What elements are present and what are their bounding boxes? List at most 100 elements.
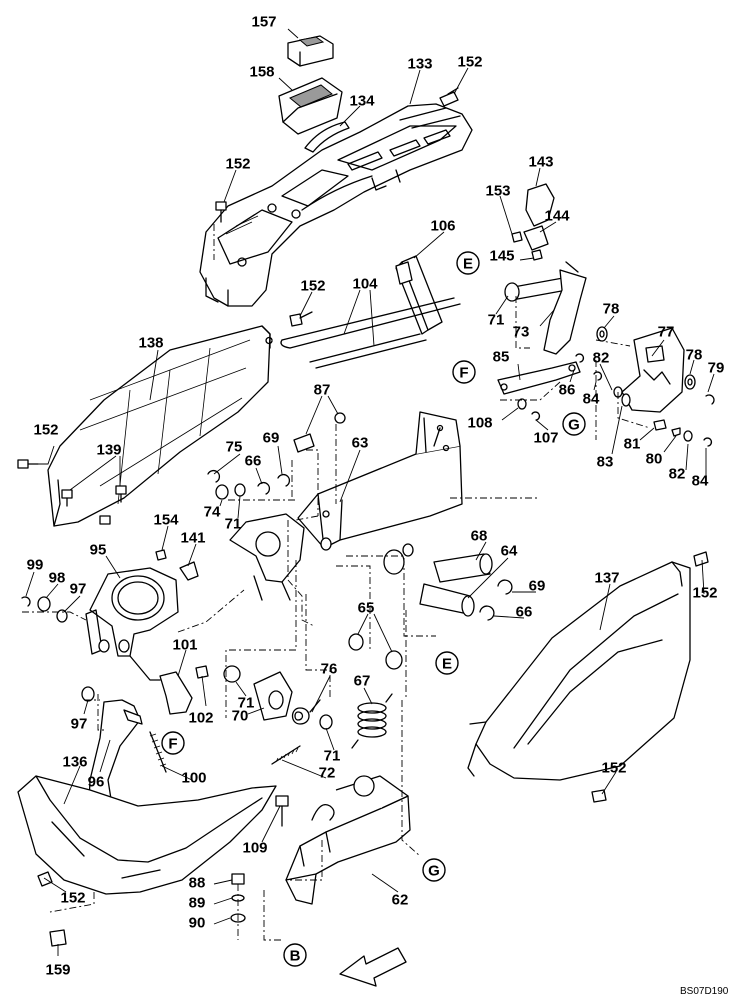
ref-mark: G [422,858,446,882]
part-159 [49,929,67,947]
washer-78 [596,326,696,390]
part-label: 152 [457,54,482,71]
clip-86 [575,353,585,363]
bushing-65a [348,633,364,651]
ref-mark-letter: F [168,736,177,753]
part-label: 81 [624,436,641,453]
ref-mark-letter: F [459,365,468,382]
screw-152-right [693,551,709,567]
drawing-ref: BS07D190 [680,986,729,997]
part-134-strip [304,121,350,153]
part-label: 84 [583,391,600,408]
pin-80 [671,427,681,437]
part-101 [159,671,193,715]
part-label: 136 [62,754,87,771]
bushing-65b [385,650,403,670]
clip-69 [277,474,290,487]
part-label: 84 [692,473,709,490]
clip-79 [705,394,715,405]
part-label: 95 [90,542,107,559]
part-77-plate [621,327,685,413]
washer-82b [683,430,693,442]
part-label: 152 [601,760,626,777]
part-62-base [285,775,411,905]
part-label: 107 [533,430,558,447]
bushing-97b [81,686,95,702]
part-label: 134 [349,93,375,110]
part-label: 76 [321,661,338,678]
part-label: 69 [529,578,546,595]
part-label: 71 [238,695,255,712]
bushing-97 [56,609,68,623]
ref-mark-circle [562,412,586,436]
ref-mark: G [562,412,586,436]
ref-mark-letter: G [428,863,440,880]
part-136-cover [17,775,277,895]
part-label: 152 [225,156,250,173]
part-label: 145 [489,248,514,265]
part-label: 74 [204,504,221,521]
part-133-console [199,103,473,307]
part-label: 73 [513,324,530,341]
part-87 [293,412,346,453]
part-label: 71 [488,312,505,329]
assembly-lines [22,224,651,941]
part-label: 75 [226,439,243,456]
part-label: 138 [138,335,163,352]
part-label: 106 [430,218,455,235]
part-label: 77 [658,324,675,341]
ref-mark-circle [456,251,480,275]
bushing-63b [320,537,332,551]
part-label: 102 [188,710,213,727]
part-label: 64 [501,543,518,560]
part-label: 152 [60,890,85,907]
part-label: 154 [153,512,179,529]
ref-mark-letter: G [568,417,580,434]
pedal-bracket-center [229,513,305,601]
ref-mark-circle [161,731,185,755]
part-label: 82 [669,466,686,483]
screw-102 [195,665,209,679]
clip-66 [257,482,270,495]
part-label: 100 [181,770,206,787]
part-label: 108 [467,415,492,432]
part-label: 101 [172,637,197,654]
part-label: 71 [324,748,341,765]
part-label: 78 [686,347,703,364]
part-141 [179,561,199,581]
part-label: 63 [352,435,369,452]
part-label: 152 [300,278,325,295]
part-label: 70 [232,708,249,725]
part-label: 88 [189,875,206,892]
part-154 [155,549,167,561]
part-label: 109 [242,840,267,857]
part-label: 158 [249,64,274,81]
part-label: 139 [96,442,121,459]
ref-mark-letter: E [463,256,473,273]
part-label: 66 [245,453,262,470]
part-label: 97 [71,716,88,733]
screw-139 [61,485,127,525]
washer-108 [517,398,527,410]
part-label: 90 [189,915,206,932]
part-label: 152 [33,422,58,439]
clip-107 [531,411,541,421]
screw-152-mid [289,311,313,327]
spring-100 [149,731,167,773]
part-label: 65 [358,600,375,617]
part-label: 152 [692,585,717,602]
part-144-bracket [511,225,549,261]
ref-mark-circle [452,360,476,384]
pin-81 [653,419,667,431]
ref-mark-letter: E [442,656,452,673]
part-label: 153 [485,183,510,200]
part-label: 68 [471,528,488,545]
part-label: 133 [407,56,432,73]
part-label: 79 [708,360,725,377]
part-64-tube [419,583,475,617]
ref-mark-circle [435,651,459,675]
screw-109 [275,795,289,807]
clip-84b [703,437,713,447]
ref-mark: B [283,943,307,967]
